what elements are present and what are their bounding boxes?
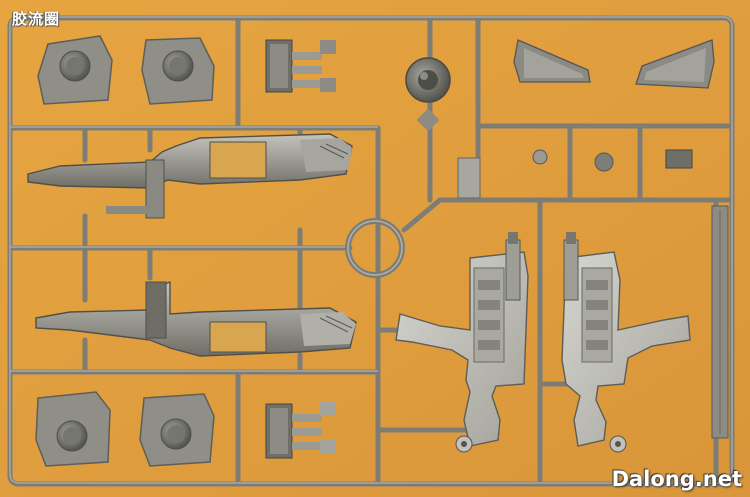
connector-part-top bbox=[265, 39, 336, 93]
armor-plate-top-center bbox=[141, 37, 215, 105]
small-parts-right bbox=[457, 149, 693, 199]
watermark-top-left: 胶流圈 bbox=[12, 10, 61, 28]
gun-half-right bbox=[561, 232, 691, 453]
gun-half-left bbox=[395, 232, 529, 453]
armor-plate-top-left bbox=[37, 35, 113, 105]
round-part-top bbox=[405, 57, 451, 132]
watermark-bottom-right: Dalong.net bbox=[611, 467, 742, 491]
wing-plate-right bbox=[635, 39, 715, 89]
armor-plate-bottom-center bbox=[139, 393, 215, 467]
connector-part-bottom bbox=[265, 402, 336, 459]
vertical-strip-part bbox=[711, 205, 729, 439]
armor-plate-bottom-left bbox=[35, 391, 111, 467]
barrel-part-lower bbox=[35, 280, 357, 357]
wing-plate-left bbox=[513, 39, 591, 83]
barrel-part-upper bbox=[27, 133, 353, 219]
